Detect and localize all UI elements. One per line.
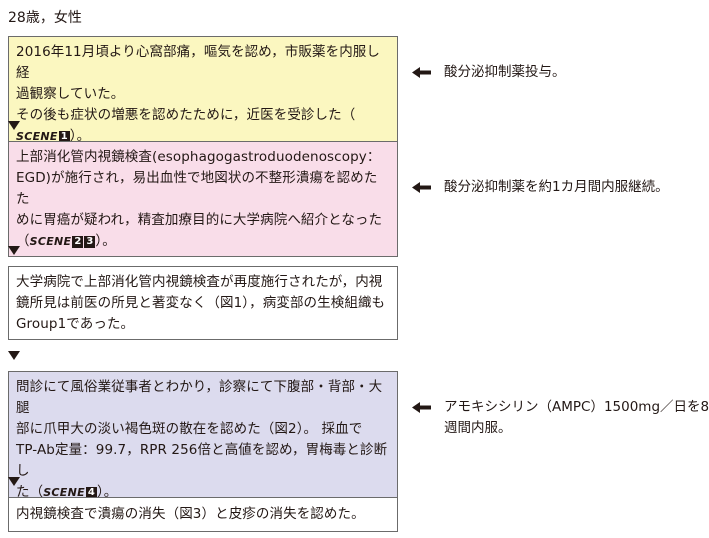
box2-line1: 上部消化管内視鏡検査(esophagogastroduodenoscopy：	[16, 149, 381, 165]
scene-number-badge: 3	[84, 236, 96, 248]
box5-line1: 内視鏡検査で潰瘍の消失（図3）と皮疹の消失を認めた。	[16, 506, 365, 522]
box2-line2: EGD)が施行され，易出血性で地図状の不整形潰瘍を認めたた	[16, 170, 378, 207]
box4-close: ）。	[96, 484, 118, 500]
box1-line2: 過観察していた。	[16, 86, 125, 102]
box1-close: ）。	[69, 128, 91, 144]
box3-line3: Group1であった。	[16, 316, 135, 332]
box4-line2: 部に爪甲大の淡い褐色斑の散在を認めた（図2）。 採血で	[16, 421, 363, 437]
box2-open: （	[16, 233, 30, 249]
left-arrow-icon	[412, 402, 431, 413]
scene-number-badge: 1	[58, 131, 70, 143]
step-box-4: 問診にて風俗業従事者とわかり，診察にて下腹部・背部・大腿 部に爪甲大の淡い褐色斑…	[8, 371, 398, 508]
box2-line3: めに胃癌が疑われ，精査加療目的に大学病院へ紹介となった	[16, 212, 383, 228]
scene-label: SCENE	[43, 486, 85, 499]
box1-line3-text: その後も症状の増悪を認めたために，近医を受診した（	[16, 107, 356, 123]
box1-line1: 2016年11月頃より心窩部痛，嘔気を認め，市販薬を内服し経	[16, 44, 380, 81]
left-arrow-icon	[412, 182, 431, 193]
box3-line2: 鏡所見は前医の所見と著変なく（図1），病変部の生検組織も	[16, 295, 386, 311]
step-box-1: 2016年11月頃より心窩部痛，嘔気を認め，市販薬を内服し経 過観察していた。 …	[8, 36, 398, 152]
box3-line1: 大学病院で上部消化管内視鏡検査が再度施行されたが，内視	[16, 274, 383, 290]
scene-number-badge: 4	[85, 487, 97, 499]
scene-number-badge: 2	[72, 236, 84, 248]
box4-line4-text: た（	[16, 484, 44, 500]
side-note-3-line2: 週間内服。	[444, 420, 512, 436]
down-arrow-icon	[8, 121, 20, 130]
left-arrow-icon	[412, 67, 431, 78]
scene-label: SCENE	[29, 235, 72, 248]
step-box-5: 内視鏡検査で潰瘍の消失（図3）と皮疹の消失を認めた。	[8, 497, 398, 532]
patient-header: 28歳，女性	[8, 10, 82, 26]
side-note-1-text: 酸分泌抑制薬投与。	[444, 64, 566, 80]
step-box-3: 大学病院で上部消化管内視鏡検査が再度施行されたが，内視 鏡所見は前医の所見と著変…	[8, 266, 398, 340]
side-note-3-line1: アモキシシリン（AMPC）1500mg／日を8	[444, 399, 709, 415]
side-note-2-text: 酸分泌抑制薬を約1カ月間内服継続。	[444, 179, 669, 195]
down-arrow-icon	[8, 246, 20, 255]
down-arrow-icon	[8, 351, 20, 360]
box4-line3: TP-Ab定量：99.7，RPR 256倍と高値を認め，胃梅毒と診断し	[16, 442, 388, 479]
box2-close: ）。	[95, 233, 116, 249]
scene-label: SCENE	[16, 130, 58, 143]
box4-line1: 問診にて風俗業従事者とわかり，診察にて下腹部・背部・大腿	[16, 379, 383, 416]
step-box-2: 上部消化管内視鏡検査(esophagogastroduodenoscopy： E…	[8, 141, 398, 257]
down-arrow-icon	[8, 477, 20, 486]
